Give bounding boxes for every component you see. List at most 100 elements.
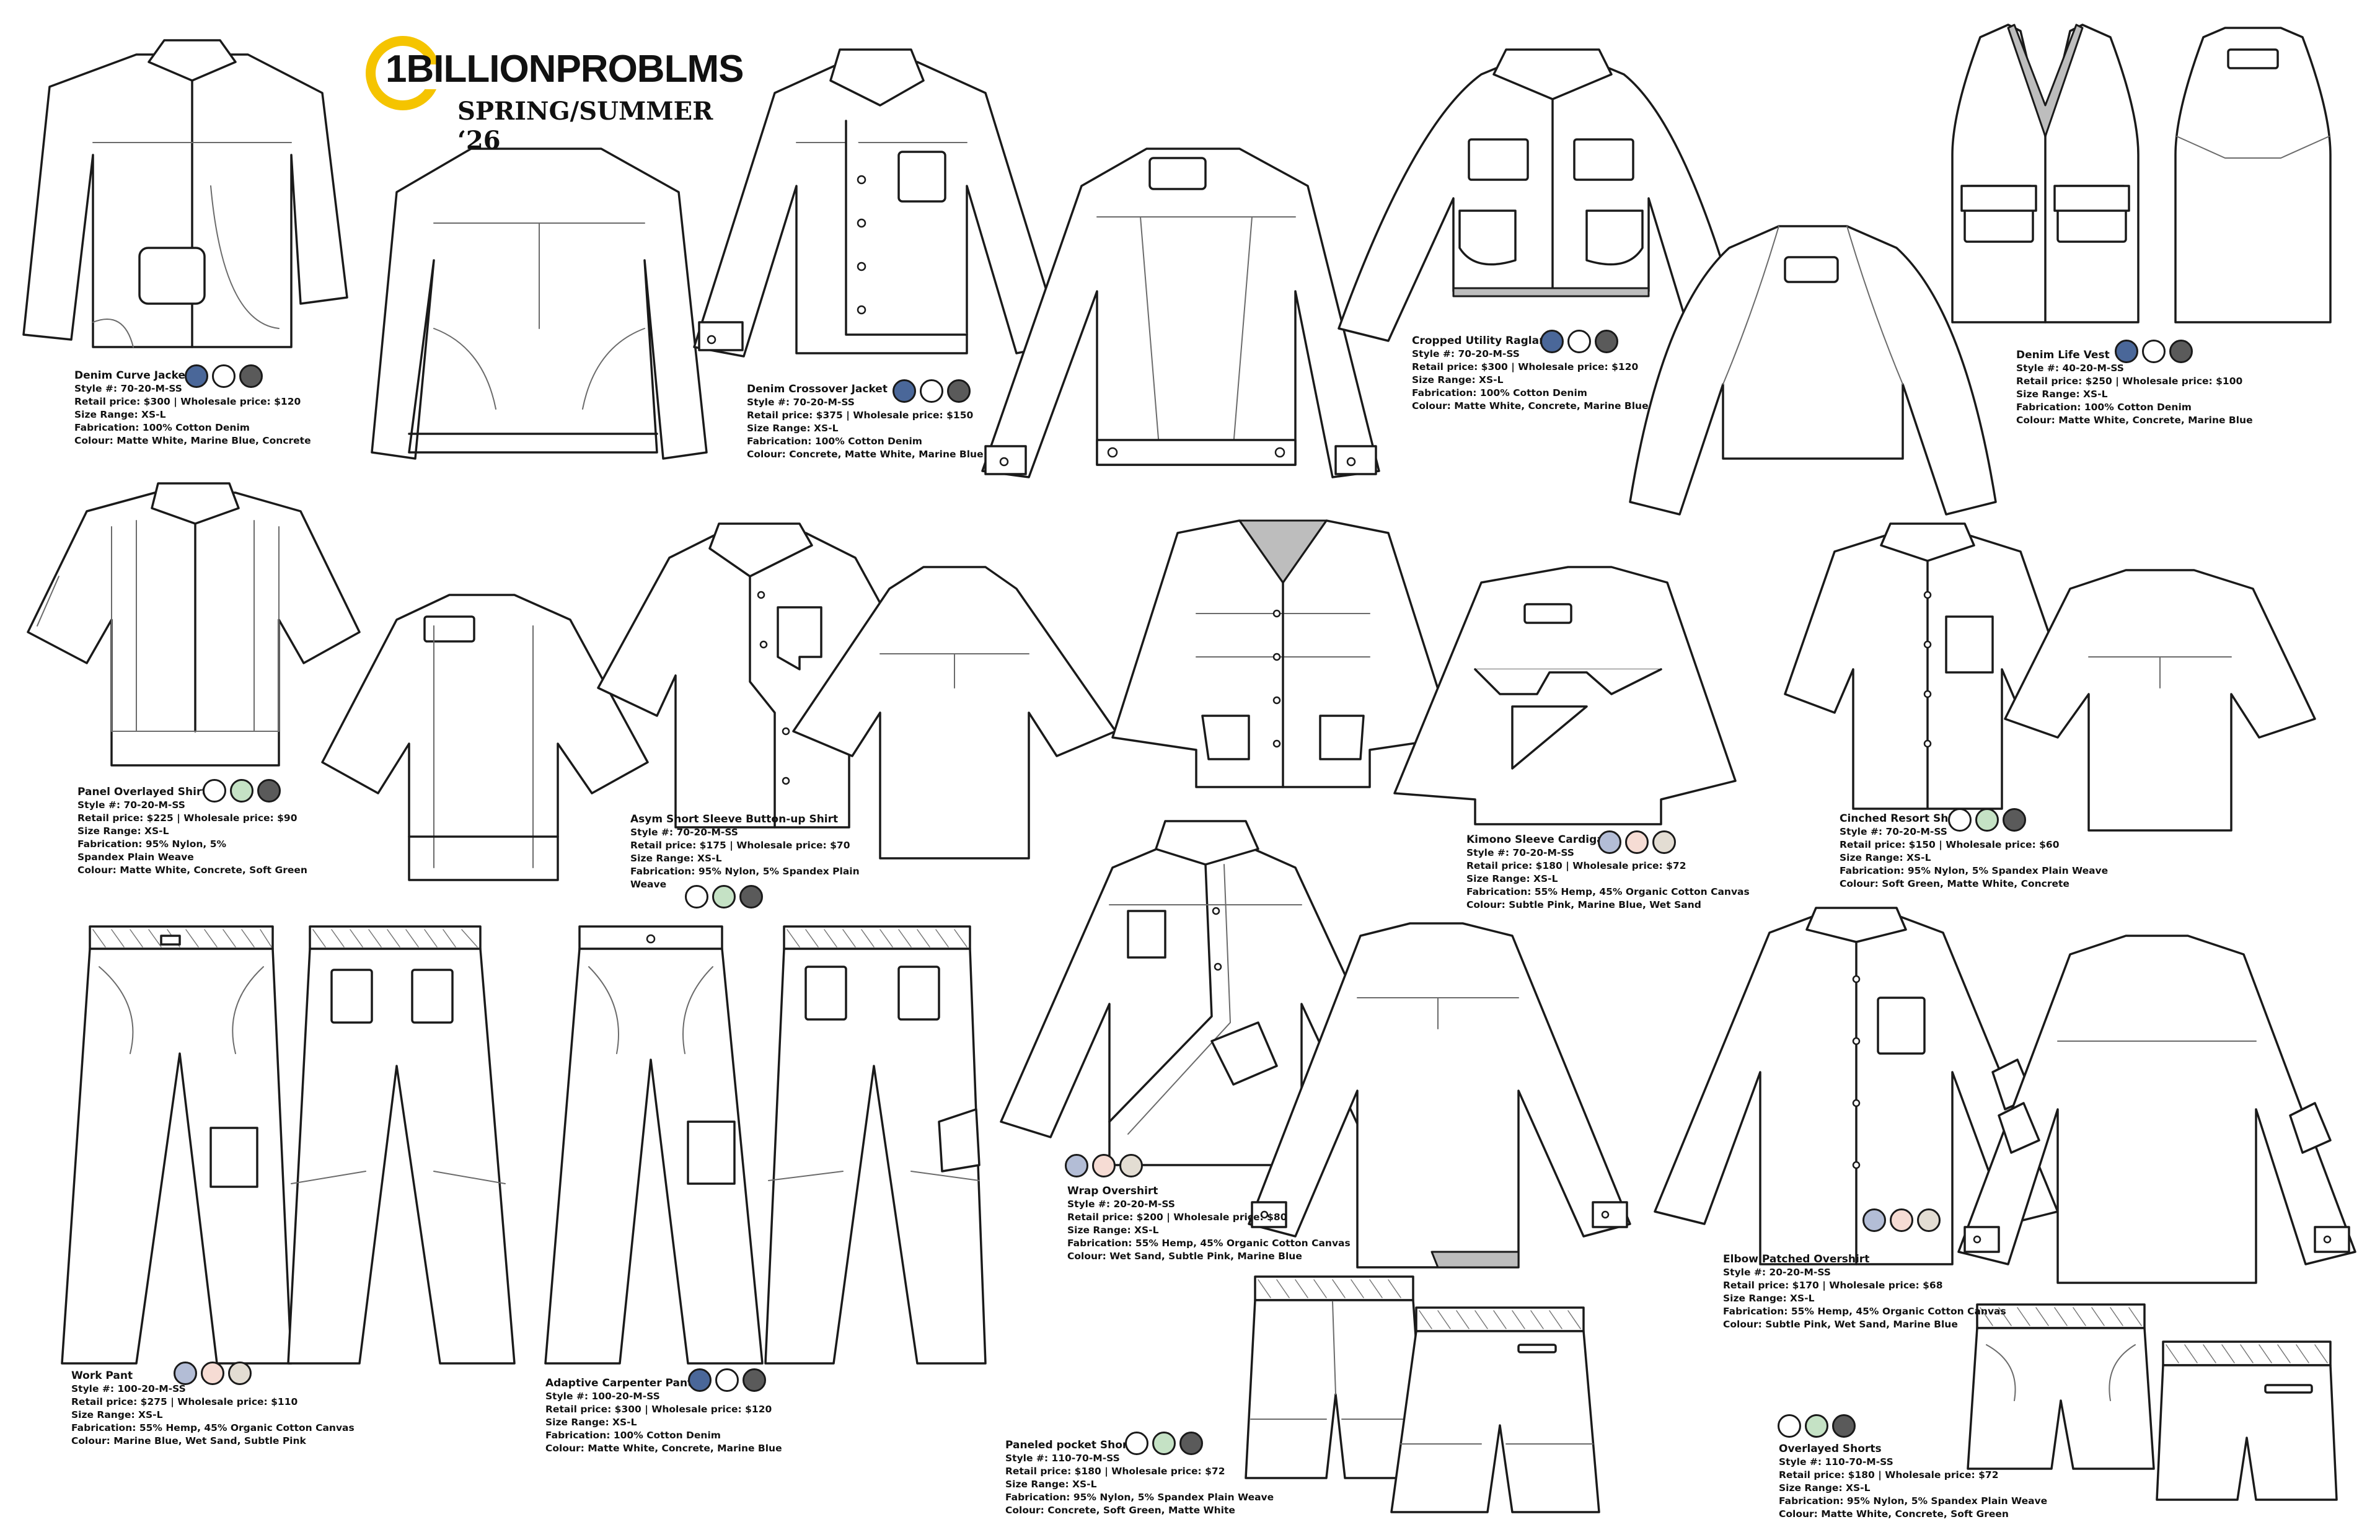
product-name: Kimono Sleeve Cardigan <box>1466 834 1611 846</box>
swatch-marine-blue <box>2115 340 2138 363</box>
fabrication: Fabrication: 55% Hemp, 45% Organic Cotto… <box>1067 1238 1351 1249</box>
size-range: Size Range: XS-L <box>1067 1225 1159 1236</box>
swatch-soft-green <box>1152 1432 1176 1455</box>
swatch-concrete <box>2169 340 2193 363</box>
price-line: Retail price: $300 | Wholesale price: $1… <box>1412 361 1639 372</box>
swatches-paneled-pocket-shorts <box>1125 1432 1203 1455</box>
product-name: Denim Curve Jacket <box>74 369 191 382</box>
spec-denim-curve-jacket: Denim Curve Jacket Style #: 70-20-M-SS R… <box>74 369 311 447</box>
carpenter-pant-front <box>544 925 764 1365</box>
wrap-overshirt-front <box>1000 820 1414 1166</box>
spec-cinched-resort-shirt: Cinched Resort Shirt Style #: 70-20-M-SS… <box>1840 812 2108 891</box>
product-name: Paneled pocket Shorts <box>1005 1439 1139 1451</box>
swatch-matte-white <box>1567 330 1591 353</box>
colourway: Colour: Concrete, Soft Green, Matte Whit… <box>1005 1505 1235 1516</box>
price-line: Retail price: $375 | Wholesale price: $1… <box>747 410 974 421</box>
spec-elbow-patched-overshirt: Elbow Patched Overshirt Style #: 20-20-M… <box>1723 1253 2006 1331</box>
denim-life-vest-front <box>1951 24 2140 323</box>
swatch-matte-white <box>203 779 226 803</box>
swatches-denim-crossover-jacket <box>892 379 971 403</box>
spec-adaptive-carpenter-pant: Adaptive Carpenter Pant Style #: 100-20-… <box>545 1377 782 1455</box>
swatch-soft-green <box>1805 1414 1828 1438</box>
swatch-marine-blue <box>1540 330 1564 353</box>
denim-life-vest-back <box>2174 27 2332 323</box>
fabrication: Fabrication: 95% Nylon, 5% Spandex Plain… <box>1005 1492 1274 1503</box>
product-name: Denim Crossover Jacket <box>747 383 888 395</box>
brand-name: 1BILLIONPROBLMS <box>386 48 744 90</box>
swatch-concrete <box>1179 1432 1203 1455</box>
swatch-soft-green <box>712 885 736 909</box>
carpenter-pant-back <box>764 925 987 1365</box>
fabrication: Fabrication: 95% Nylon, 5% Spandex Plain… <box>1840 865 2109 876</box>
price-line: Retail price: $225 | Wholesale price: $9… <box>77 812 298 824</box>
product-name: Cinched Resort Shirt <box>1840 812 1962 825</box>
swatches-cinched-resort-shirt <box>1948 808 2026 832</box>
paneled-pocket-shorts-back <box>1390 1306 1600 1513</box>
price-line: Retail price: $250 | Wholesale price: $1… <box>2016 376 2243 387</box>
swatch-wet-sand <box>1917 1208 1941 1232</box>
spec-panel-overlayed-shirt: Panel Overlayed Shirt Style #: 70-20-M-S… <box>77 786 307 877</box>
swatch-concrete <box>257 779 281 803</box>
product-name: Denim Life Vest <box>2016 349 2110 361</box>
colourway: Colour: Wet Sand, Subtle Pink, Marine Bl… <box>1067 1251 1302 1262</box>
colourway: Colour: Matte White, Concrete, Soft Gree… <box>1779 1508 2009 1520</box>
product-name: Wrap Overshirt <box>1067 1185 1158 1197</box>
style-number: Style #: 20-20-M-SS <box>1723 1267 1831 1278</box>
colourway: Colour: Marine Blue, Wet Sand, Subtle Pi… <box>71 1435 306 1446</box>
elbow-patched-overshirt-front <box>1654 907 2059 1265</box>
colourway: Colour: Concrete, Matte White, Marine Bl… <box>747 449 984 460</box>
product-name: Cropped Utility Raglan <box>1412 335 1547 347</box>
spec-overlayed-shorts: Overlayed Shorts Style #: 110-70-M-SS Re… <box>1779 1443 2047 1521</box>
swatch-matte-white <box>212 364 236 388</box>
fabrication: Fabrication: 55% Hemp, 45% Organic Cotto… <box>1466 886 1750 897</box>
size-range: Size Range: XS-L <box>71 1409 163 1420</box>
style-number: Style #: 20-20-M-SS <box>1067 1199 1175 1210</box>
colourway: Colour: Soft Green, Matte White, Concret… <box>1840 878 2069 889</box>
swatch-matte-white <box>1778 1414 1801 1438</box>
spec-kimono-sleeve-cardigan: Kimono Sleeve Cardigan Style #: 70-20-M-… <box>1466 834 1750 912</box>
price-line: Retail price: $275 | Wholesale price: $1… <box>71 1396 298 1407</box>
swatch-marine-blue <box>1598 830 1621 854</box>
swatch-marine-blue <box>1862 1208 1886 1232</box>
swatches-denim-curve-jacket <box>185 364 263 388</box>
swatch-matte-white <box>685 885 708 909</box>
spec-denim-crossover-jacket: Denim Crossover Jacket Style #: 70-20-M-… <box>747 383 984 461</box>
swatch-wet-sand <box>1119 1154 1143 1177</box>
cropped-utility-raglan-front <box>1338 48 1743 342</box>
swatch-subtle-pink <box>1625 830 1649 854</box>
swatches-work-pant <box>174 1362 252 1385</box>
swatch-concrete <box>239 364 263 388</box>
style-number: Style #: 70-20-M-SS <box>747 397 855 408</box>
swatches-overlayed-shorts <box>1778 1414 1856 1438</box>
style-number: Style #: 110-70-M-SS <box>1005 1453 1120 1464</box>
cropped-utility-raglan-back <box>1629 225 1997 516</box>
swatch-matte-white <box>715 1368 739 1392</box>
price-line: Retail price: $180 | Wholesale price: $7… <box>1466 860 1686 871</box>
colourway: Colour: Matte White, Concrete, Marine Bl… <box>2016 415 2253 426</box>
spec-denim-life-vest: Denim Life Vest Style #: 40-20-M-SS Reta… <box>2016 349 2253 427</box>
size-range: Size Range: XS-L <box>77 825 169 837</box>
colourway: Colour: Matte White, Marine Blue, Concre… <box>74 435 311 446</box>
swatch-concrete <box>743 1368 766 1392</box>
swatch-concrete <box>739 885 763 909</box>
style-number: Style #: 100-20-M-SS <box>71 1383 186 1394</box>
size-range: Size Range: XS-L <box>545 1417 637 1428</box>
season-title: SPRING/SUMMER ‘26 <box>457 97 713 155</box>
kimono-cardigan-back <box>1393 566 1737 825</box>
work-pant-back <box>287 925 516 1365</box>
size-range: Size Range: XS-L <box>747 423 839 434</box>
price-line: Retail price: $175 | Wholesale price: $7… <box>630 840 850 851</box>
kimono-cardigan-front <box>1111 519 1455 788</box>
swatch-wet-sand <box>228 1362 252 1385</box>
fabrication: Fabrication: 55% Hemp, 45% Organic Cotto… <box>71 1422 355 1433</box>
style-number: Style #: 70-20-M-SS <box>1840 826 1947 837</box>
swatch-concrete <box>2003 808 2026 832</box>
colourway: Colour: Matte White, Concrete, Soft Gree… <box>77 865 307 876</box>
cinched-resort-shirt-back <box>2004 569 2316 832</box>
swatch-marine-blue <box>688 1368 712 1392</box>
fabrication: Fabrication: 100% Cotton Denim <box>2016 402 2192 413</box>
fabrication: Fabrication: 100% Cotton Denim <box>545 1430 721 1441</box>
size-range: Size Range: XS-L <box>1466 873 1558 884</box>
size-range: Size Range: XS-L <box>1840 852 1931 863</box>
